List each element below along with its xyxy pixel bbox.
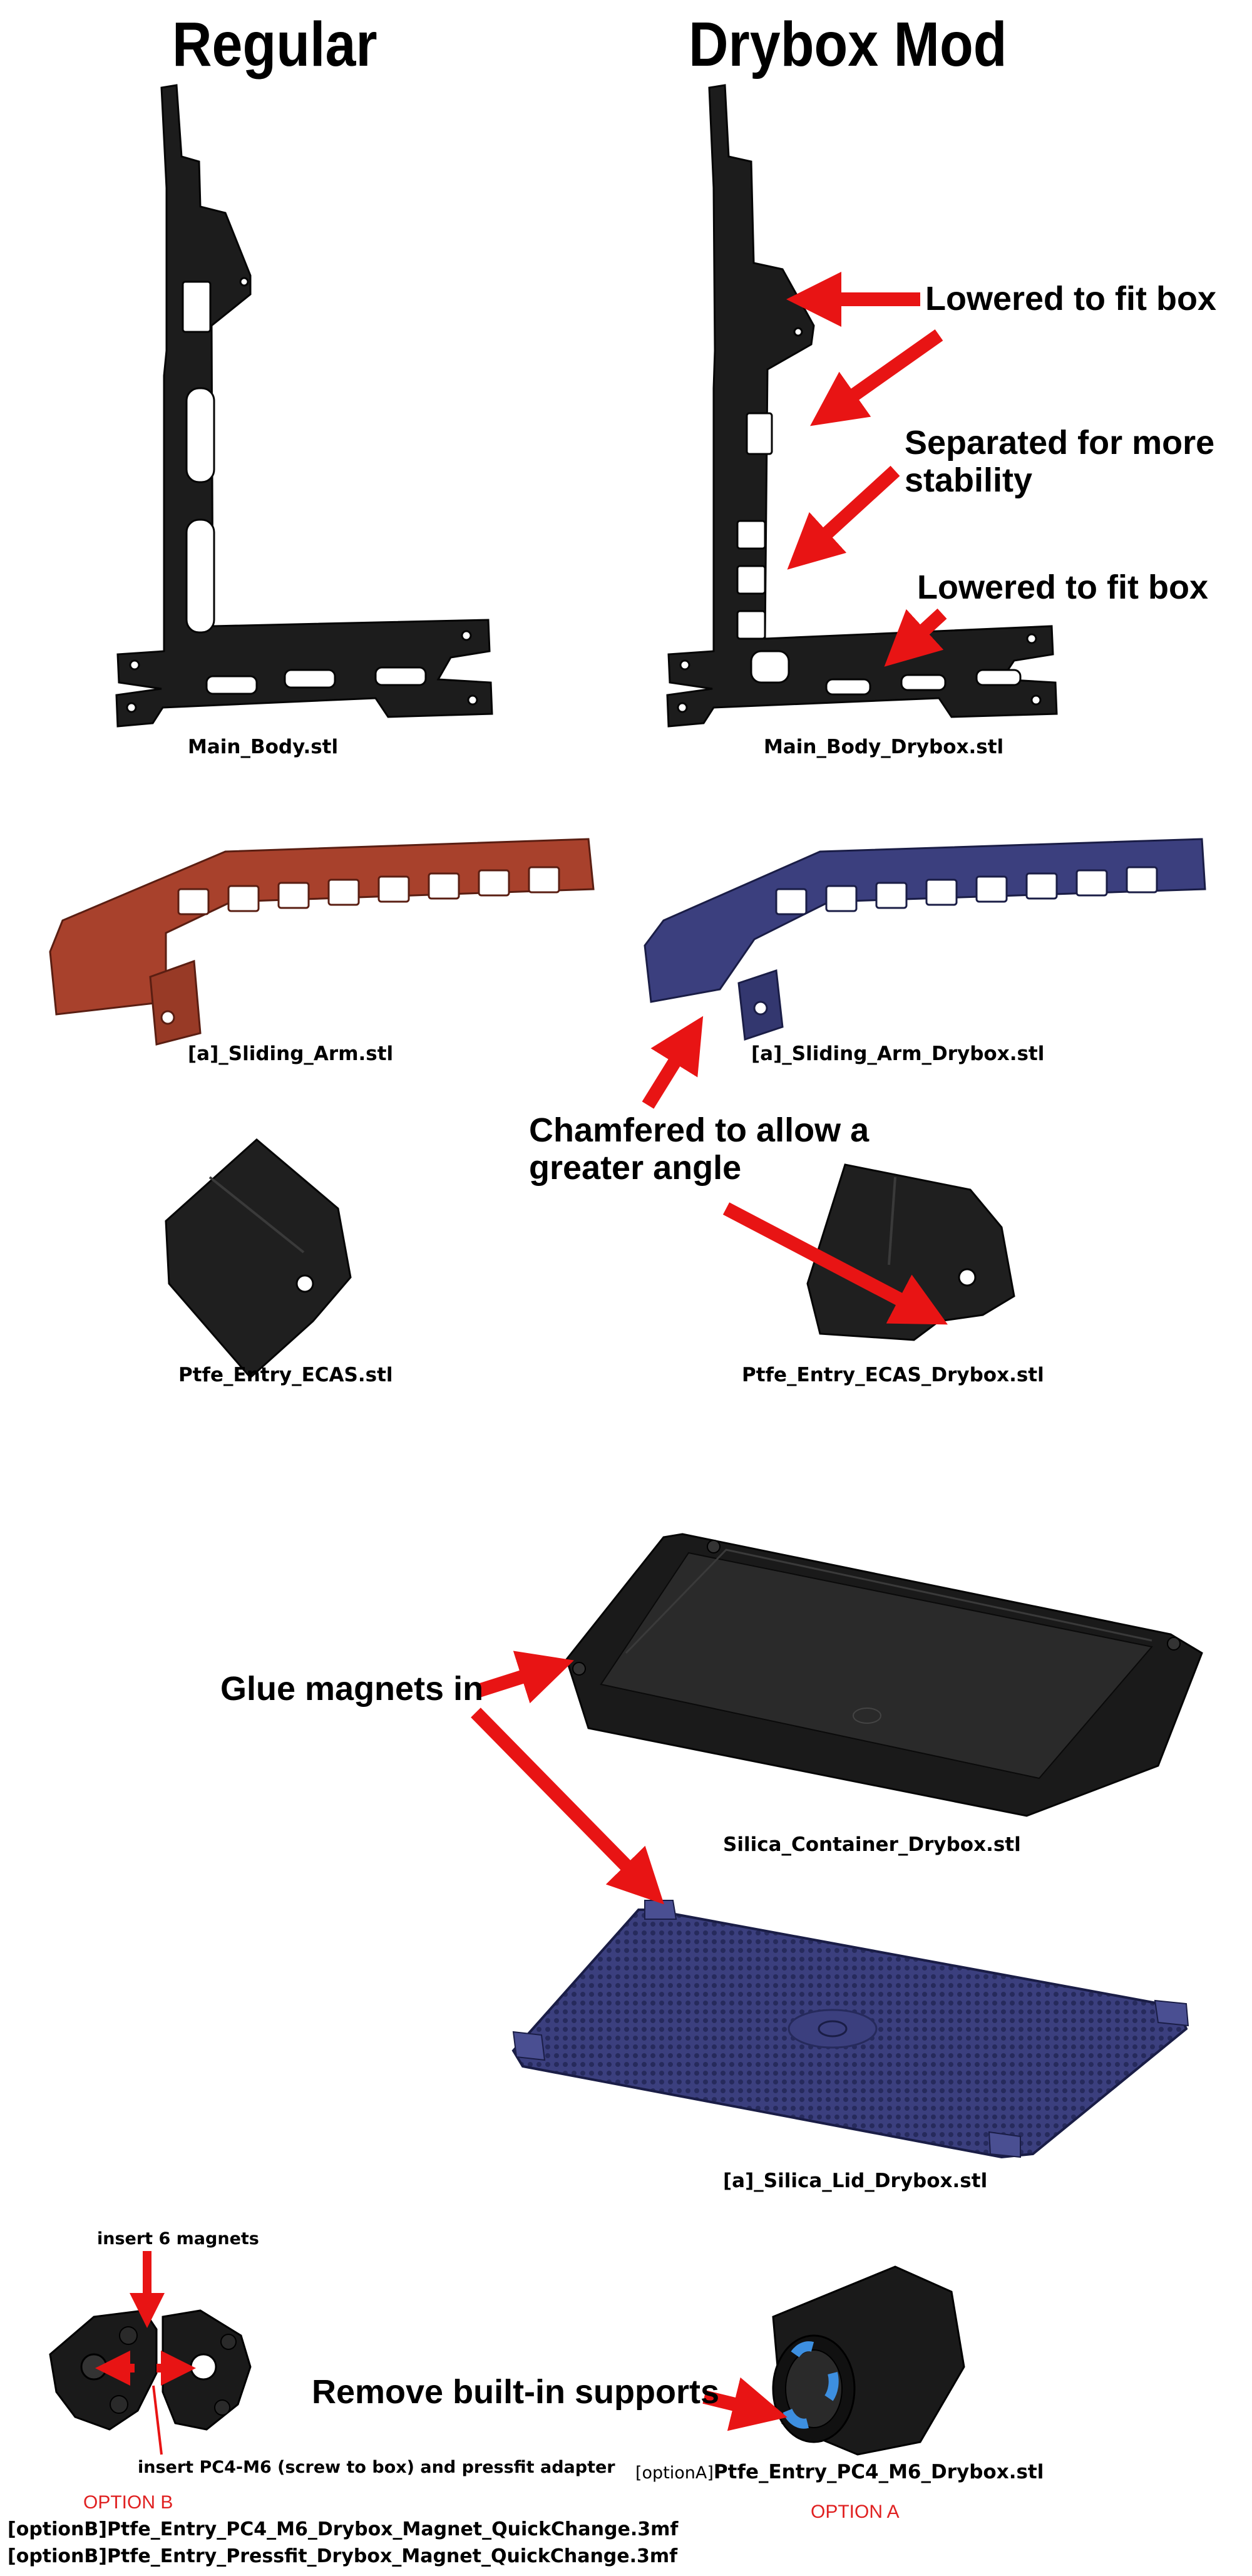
- caption-main-body-drybox: Main_Body_Drybox.stl: [764, 736, 1004, 758]
- main-body-part: [115, 84, 493, 728]
- quickchange-parts: [49, 2309, 252, 2431]
- label-option-a: OPTION A: [811, 2501, 900, 2522]
- callout-lowered-top: Lowered to fit box: [925, 280, 1216, 317]
- arrow-glue-container: [476, 1651, 574, 1704]
- sliding-arm-drybox-part: [644, 838, 1206, 1041]
- callout-glue-magnets: Glue magnets in: [220, 1670, 484, 1708]
- arrow-glue-lid: [471, 1708, 664, 1905]
- caption-option-a-prefix: [optionA]: [635, 2463, 714, 2483]
- arrow-chamfered-arm: [642, 1016, 704, 1109]
- callout-chamfered-line1: Chamfered to allow a: [529, 1111, 870, 1149]
- heading-regular: Regular: [172, 9, 377, 80]
- arrow-lowered-top-2: [810, 329, 943, 426]
- main-body-drybox-part: [666, 84, 1058, 728]
- caption-ptfe-ecas-drybox: Ptfe_Entry_ECAS_Drybox.stl: [742, 1364, 1044, 1386]
- callout-chamfered-line2: greater angle: [529, 1149, 742, 1187]
- caption-silica-container: Silica_Container_Drybox.stl: [723, 1833, 1021, 1856]
- silica-lid-part: [511, 1900, 1189, 2159]
- callout-arrows: [471, 272, 948, 2431]
- caption-sliding-arm: [a]_Sliding_Arm.stl: [188, 1043, 394, 1065]
- callout-separated-line1: Separated for more: [905, 424, 1215, 461]
- callout-remove-supports: Remove built-in supports: [312, 2373, 720, 2411]
- caption-sliding-arm-drybox: [a]_Sliding_Arm_Drybox.stl: [751, 1043, 1045, 1065]
- heading-drybox-mod: Drybox Mod: [689, 9, 1007, 80]
- callout-separated-line2: stability: [905, 461, 1033, 499]
- pc4-pointer-line: [152, 2385, 163, 2455]
- arrow-lowered-bottom: [884, 608, 947, 667]
- caption-ptfe-ecas: Ptfe_Entry_ECAS.stl: [178, 1364, 393, 1386]
- arrow-remove-supports: [702, 2377, 788, 2431]
- arrow-chamfered-ptfe: [722, 1202, 948, 1325]
- callout-lowered-bottom: Lowered to fit box: [917, 569, 1208, 606]
- caption-silica-lid: [a]_Silica_Lid_Drybox.stl: [723, 2170, 988, 2192]
- caption-option-b-file1: [optionB]Ptfe_Entry_PC4_M6_Drybox_Magnet…: [8, 2518, 679, 2540]
- pc4-entry-part: [772, 2265, 965, 2456]
- ptfe-entry-ecas-part: [165, 1138, 352, 1379]
- callout-insert-magnets: insert 6 magnets: [97, 2229, 259, 2249]
- callout-insert-pc4: insert PC4-M6 (screw to box) and pressfi…: [138, 2458, 615, 2477]
- silica-container-part: [565, 1533, 1203, 1817]
- caption-option-b-file2: [optionB]Ptfe_Entry_Pressfit_Drybox_Magn…: [8, 2545, 678, 2567]
- caption-option-a: [optionA]Ptfe_Entry_PC4_M6_Drybox.stl: [635, 2461, 1044, 2483]
- label-option-b: OPTION B: [83, 2492, 173, 2513]
- caption-option-a-file: Ptfe_Entry_PC4_M6_Drybox.stl: [713, 2461, 1044, 2483]
- ptfe-entry-ecas-drybox-part: [806, 1163, 1015, 1341]
- sliding-arm-part: [49, 838, 595, 1046]
- quickchange-arrows: [95, 2251, 196, 2386]
- arrow-separated: [787, 465, 900, 570]
- caption-main-body: Main_Body.stl: [188, 736, 339, 758]
